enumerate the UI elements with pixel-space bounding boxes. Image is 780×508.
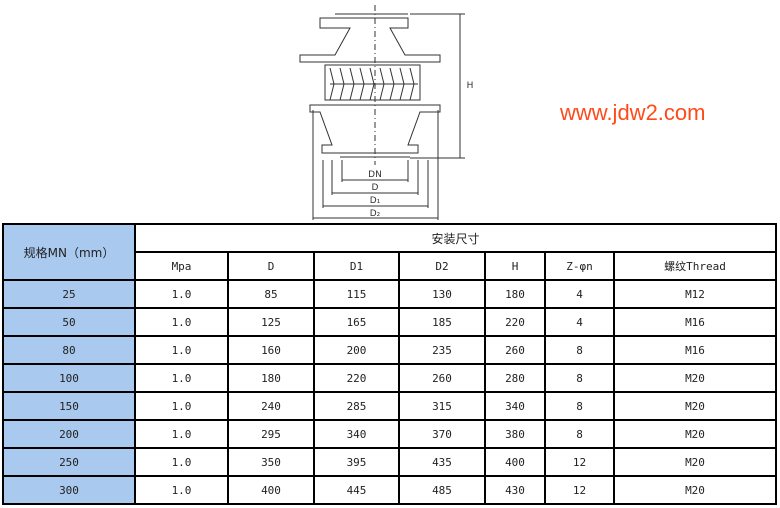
table-cell: 380 xyxy=(484,419,546,449)
spec-cell: 300 xyxy=(2,475,136,505)
watermark: www.jdw2.com xyxy=(560,100,706,125)
spec-cell: 50 xyxy=(2,307,136,337)
table-cell: 235 xyxy=(398,335,486,365)
table-cell: 85 xyxy=(227,279,315,309)
table-cell: M16 xyxy=(613,335,777,365)
spec-cell: 150 xyxy=(2,391,136,421)
table-cell: 220 xyxy=(313,363,400,393)
column-header: D xyxy=(227,251,315,281)
spec-cell: 25 xyxy=(2,279,136,309)
column-header: Mpa xyxy=(134,251,229,281)
d-label: D xyxy=(372,183,379,193)
table-cell: 1.0 xyxy=(134,447,229,477)
group-header: 安装尺寸 xyxy=(134,223,777,253)
table-cell: 4 xyxy=(544,279,615,309)
spec-cell: 80 xyxy=(2,335,136,365)
technical-drawing: DN D D₁ D₂ H xyxy=(299,5,474,220)
table-cell: 1.0 xyxy=(134,475,229,505)
table-cell: 4 xyxy=(544,307,615,337)
table-cell: 435 xyxy=(398,447,486,477)
table-cell: 1.0 xyxy=(134,419,229,449)
table-cell: 295 xyxy=(227,419,315,449)
table-cell: 180 xyxy=(484,279,546,309)
table-cell: 12 xyxy=(544,475,615,505)
table-cell: 125 xyxy=(227,307,315,337)
table-cell: M20 xyxy=(613,391,777,421)
column-header: H xyxy=(484,251,546,281)
table-cell: 395 xyxy=(313,447,400,477)
table-cell: 1.0 xyxy=(134,391,229,421)
table-cell: 240 xyxy=(227,391,315,421)
table-cell: 180 xyxy=(227,363,315,393)
column-header: D2 xyxy=(398,251,486,281)
table-cell: 8 xyxy=(544,419,615,449)
table-cell: M12 xyxy=(613,279,777,309)
dn-label: DN xyxy=(368,170,382,180)
table-cell: 200 xyxy=(313,335,400,365)
table-cell: 400 xyxy=(484,447,546,477)
table-cell: 115 xyxy=(313,279,400,309)
table-cell: 485 xyxy=(398,475,486,505)
column-header: D1 xyxy=(313,251,400,281)
table-cell: 445 xyxy=(313,475,400,505)
column-header: 螺纹Thread xyxy=(613,251,777,281)
table-cell: 260 xyxy=(398,363,486,393)
spec-cell: 250 xyxy=(2,447,136,477)
d1-label: D₁ xyxy=(370,196,381,206)
table-cell: 1.0 xyxy=(134,307,229,337)
table-cell: 315 xyxy=(398,391,486,421)
table-cell: 165 xyxy=(313,307,400,337)
spec-cell: 200 xyxy=(2,419,136,449)
table-cell: 340 xyxy=(313,419,400,449)
table-cell: M20 xyxy=(613,447,777,477)
table-cell: 260 xyxy=(484,335,546,365)
table-cell: 340 xyxy=(484,391,546,421)
table-cell: 280 xyxy=(484,363,546,393)
table-cell: M16 xyxy=(613,307,777,337)
h-label: H xyxy=(467,81,474,91)
table-cell: 8 xyxy=(544,335,615,365)
table-cell: 400 xyxy=(227,475,315,505)
table-cell: 370 xyxy=(398,419,486,449)
table-cell: 130 xyxy=(398,279,486,309)
table-cell: 1.0 xyxy=(134,363,229,393)
table-cell: 285 xyxy=(313,391,400,421)
d2-label: D₂ xyxy=(370,209,381,219)
table-cell: 160 xyxy=(227,335,315,365)
table-cell: 185 xyxy=(398,307,486,337)
table-cell: 1.0 xyxy=(134,279,229,309)
table-cell: 430 xyxy=(484,475,546,505)
spec-cell: 100 xyxy=(2,363,136,393)
table-cell: 1.0 xyxy=(134,335,229,365)
table-cell: M20 xyxy=(613,363,777,393)
table-cell: M20 xyxy=(613,475,777,505)
column-header: Z-φn xyxy=(544,251,615,281)
table-cell: 8 xyxy=(544,363,615,393)
table-cell: 12 xyxy=(544,447,615,477)
spec-header: 规格MN（mm） xyxy=(2,223,136,281)
table-cell: 8 xyxy=(544,391,615,421)
table-cell: M20 xyxy=(613,419,777,449)
table-cell: 350 xyxy=(227,447,315,477)
table-cell: 220 xyxy=(484,307,546,337)
